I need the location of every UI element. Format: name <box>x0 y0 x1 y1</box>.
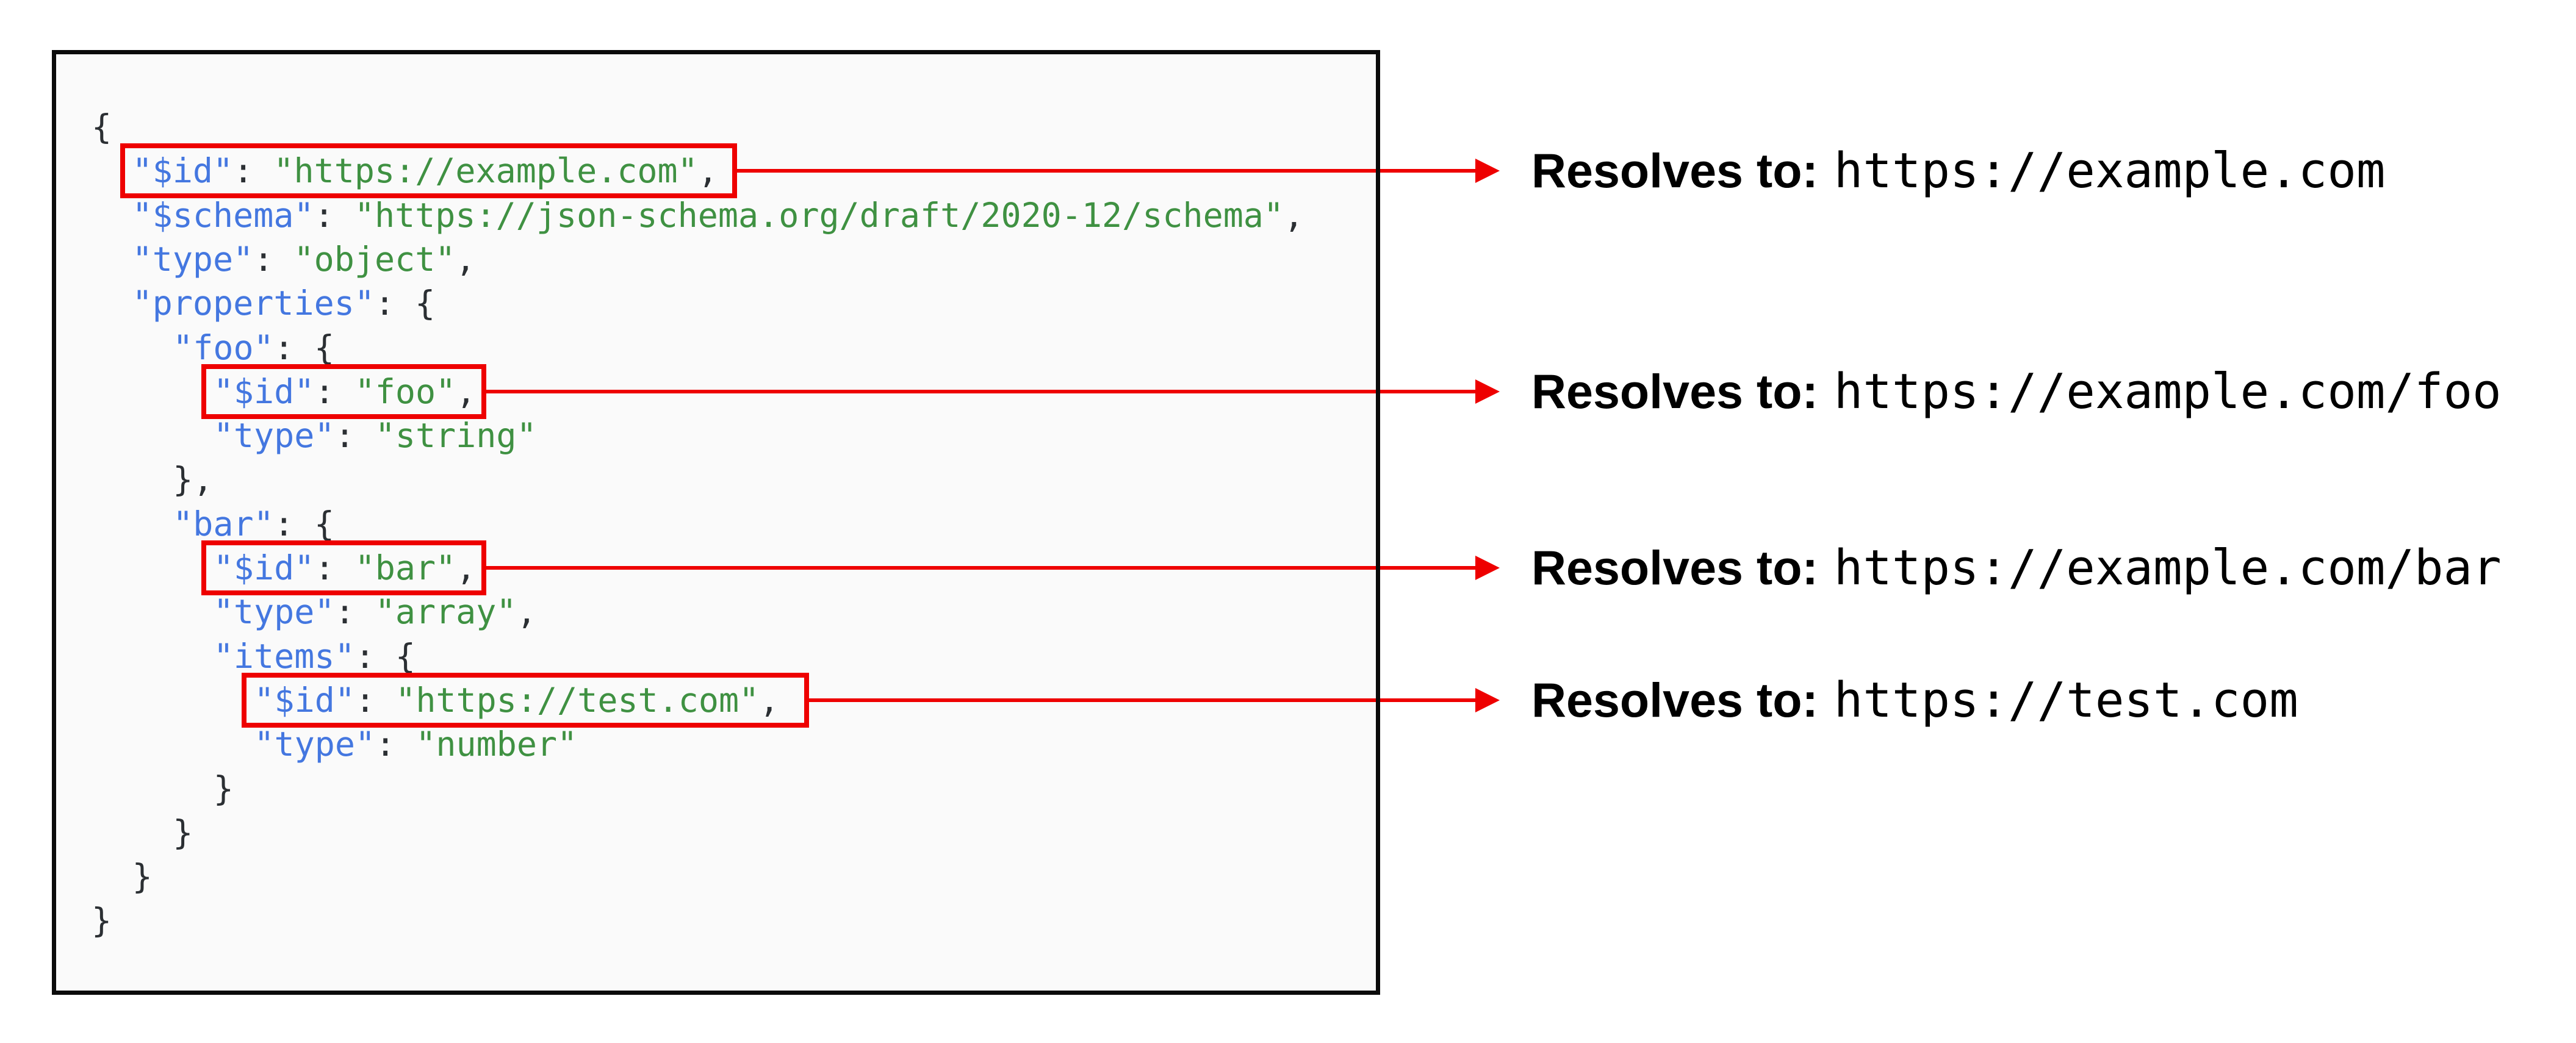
code-token-punc: , <box>456 548 477 587</box>
code-token-key: "$id" <box>254 680 355 720</box>
code-line: } <box>214 767 234 811</box>
code-token-punc: : <box>375 725 416 764</box>
connector-arrow-line <box>486 389 1475 393</box>
code-token-string: "https://json-schema.org/draft/2020-12/s… <box>354 195 1284 235</box>
code-token-string: "object" <box>293 239 456 279</box>
connector-arrow-line <box>737 169 1475 173</box>
code-token-punc: : <box>233 151 274 191</box>
code-line: "type": "number" <box>254 722 577 766</box>
code-token-string: "https://example.com" <box>273 151 698 191</box>
code-token-key: "items" <box>213 636 355 676</box>
code-token-string: "array" <box>375 592 517 632</box>
code-line: "type": "object", <box>132 237 476 281</box>
code-line: "$id": "bar", <box>214 546 477 590</box>
code-token-punc: : { <box>374 284 436 323</box>
annotation-label: Resolves to: <box>1531 672 1818 727</box>
code-token-punc: , <box>456 371 477 411</box>
arrowhead-icon <box>1475 379 1500 404</box>
code-token-punc: : { <box>273 504 335 543</box>
code-token-punc: } <box>173 812 193 852</box>
code-token-key: "bar" <box>173 504 274 543</box>
annotation-label: Resolves to: <box>1531 364 1818 418</box>
highlight-box <box>242 672 810 728</box>
code-line: "properties": { <box>132 281 436 325</box>
code-line: }, <box>173 457 213 501</box>
code-token-punc: : <box>314 548 355 587</box>
annotation-resolved-url: https://test.com <box>1833 672 2298 728</box>
connector-arrow-line <box>486 566 1475 570</box>
code-token-punc: , <box>759 680 780 720</box>
annotation-row: Resolves to: https://example.com/bar <box>1531 540 2502 596</box>
code-token-punc: } <box>92 901 112 941</box>
code-line: "type": "string" <box>214 414 537 457</box>
code-line: "$schema": "https://json-schema.org/draf… <box>132 193 1304 237</box>
code-token-key: "properties" <box>132 284 375 323</box>
code-token-string: "foo" <box>354 371 456 411</box>
code-token-key: "type" <box>213 592 335 632</box>
code-line: "$id": "https://example.com", <box>132 149 718 193</box>
code-token-key: "$id" <box>213 371 315 411</box>
code-token-punc: } <box>132 857 153 897</box>
code-line: "bar": { <box>173 502 334 546</box>
code-token-punc: : <box>314 371 355 411</box>
code-line: "type": "array", <box>214 590 537 634</box>
arrowhead-icon <box>1475 556 1500 580</box>
arrowhead-icon <box>1475 159 1500 184</box>
annotation-label: Resolves to: <box>1531 143 1818 198</box>
code-token-punc: { <box>92 107 112 146</box>
code-token-punc: : <box>354 680 396 720</box>
code-token-punc: , <box>1284 195 1304 235</box>
code-token-punc: : <box>334 416 375 456</box>
code-line: "$id": "https://test.com", <box>254 678 779 722</box>
code-line: } <box>92 898 112 942</box>
code-token-string: "string" <box>375 416 537 456</box>
code-token-string: "bar" <box>354 548 456 587</box>
code-token-punc: , <box>455 239 476 279</box>
connector-arrow-line <box>809 698 1475 702</box>
code-token-key: "foo" <box>173 328 274 367</box>
annotation-label: Resolves to: <box>1531 540 1818 595</box>
code-token-punc: } <box>213 769 234 808</box>
code-token-punc: : <box>314 195 354 235</box>
code-line: "$id": "foo", <box>214 370 477 414</box>
annotation-resolved-url: https://example.com <box>1833 143 2386 199</box>
code-line: "foo": { <box>173 326 334 370</box>
code-token-punc: }, <box>173 460 214 500</box>
code-token-key: "type" <box>213 416 335 456</box>
code-token-punc: : { <box>354 636 416 676</box>
code-token-punc: : <box>334 592 375 632</box>
code-token-key: "$id" <box>213 548 315 587</box>
code-token-key: "type" <box>132 239 254 279</box>
arrowhead-icon <box>1475 687 1500 712</box>
code-token-key: "$id" <box>132 151 234 191</box>
code-token-key: "type" <box>254 725 376 764</box>
annotation-row: Resolves to: https://example.com/foo <box>1531 363 2502 420</box>
code-token-punc: , <box>516 592 537 632</box>
code-line: { <box>92 105 112 149</box>
code-line: "items": { <box>214 634 416 678</box>
annotation-row: Resolves to: https://example.com <box>1531 143 2386 199</box>
code-token-key: "$schema" <box>132 195 314 235</box>
annotation-resolved-url: https://example.com/bar <box>1833 540 2502 596</box>
annotation-resolved-url: https://example.com/foo <box>1833 363 2502 420</box>
highlight-box <box>201 540 486 595</box>
highlight-box <box>201 364 486 419</box>
annotation-row: Resolves to: https://test.com <box>1531 672 2298 728</box>
code-line: } <box>173 811 193 855</box>
code-token-string: "number" <box>416 725 578 764</box>
code-panel-background <box>52 50 1380 995</box>
code-token-punc: : { <box>273 328 335 367</box>
code-token-string: "https://test.com" <box>395 680 760 720</box>
highlight-box <box>120 143 738 199</box>
code-line: } <box>132 855 153 898</box>
code-token-punc: , <box>697 151 718 191</box>
code-token-punc: : <box>253 239 294 279</box>
